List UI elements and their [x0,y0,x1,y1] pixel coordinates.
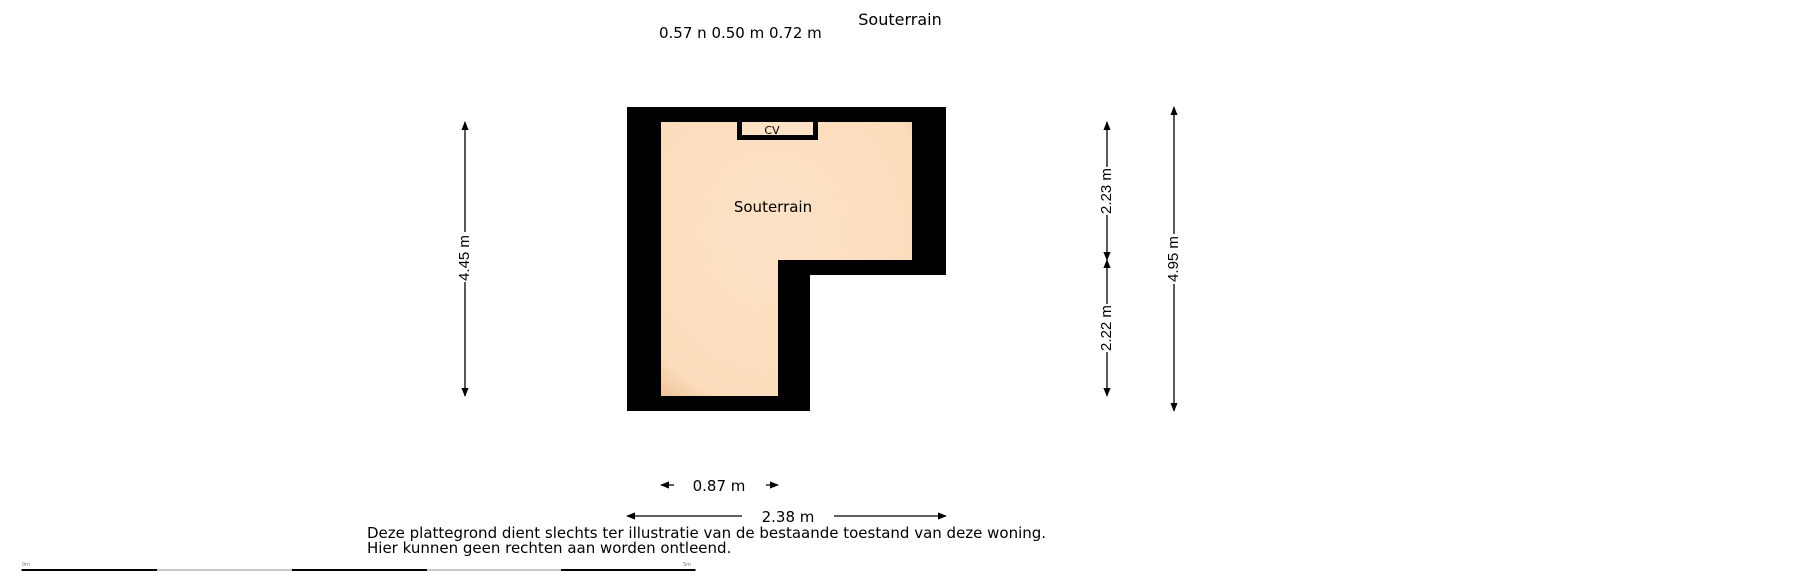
scale-bar-start-label: 0m [22,562,30,568]
left-dimension-label: 4.45 m [456,235,473,281]
plan-title: Souterrain [858,10,941,29]
bottom-narrow-dimension-label: 0.87 m [693,477,746,495]
cv-box [742,122,813,135]
bottom-wide-dimension-label: 2.38 m [762,508,815,526]
scale-bar-end-label: 5m [683,562,691,568]
room-label: Souterrain [734,198,812,216]
right-total-dimension-label: 4.95 m [1165,236,1182,282]
disclaimer-line-2: Hier kunnen geen rechten aan worden ontl… [367,539,731,557]
cv-label: CV [764,124,780,137]
disclaimer-line-1: Deze plattegrond dient slechts ter illus… [367,524,1046,542]
scale-bar: 0m 5m [21,562,696,571]
plan-subtitle: 0.57 n 0.50 m 0.72 m [659,24,822,42]
right-lower-dimension-label: 2.22 m [1098,305,1115,351]
room-floor [661,122,912,396]
right-upper-dimension-label: 2.23 m [1098,168,1115,214]
